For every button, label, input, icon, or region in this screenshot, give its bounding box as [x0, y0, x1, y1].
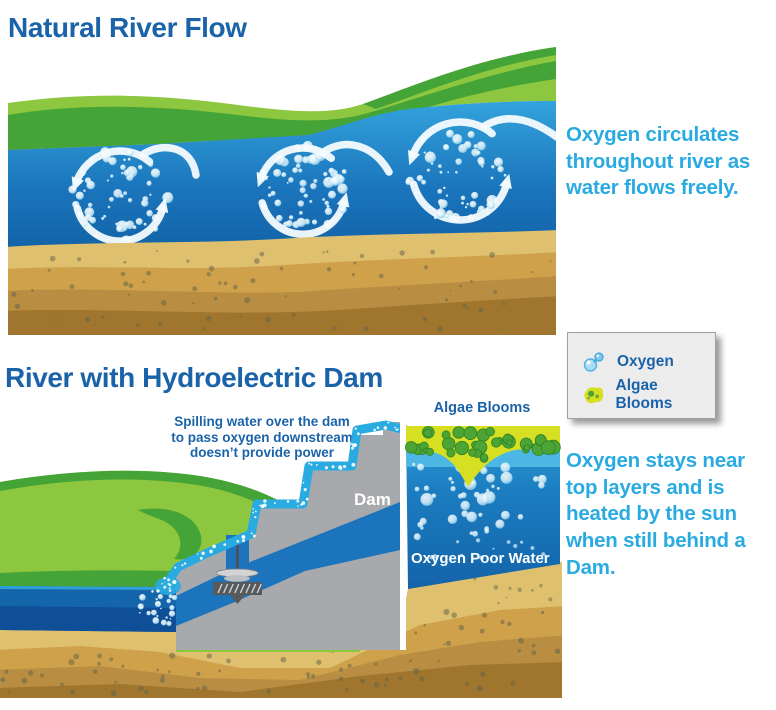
oxygen-poor-water-label: Oxygen Poor Water [411, 550, 550, 567]
spill-note-line3: doesn’t provide power [189, 445, 335, 461]
legend-item-oxygen: Oxygen [582, 345, 705, 378]
penstock-hook [176, 611, 252, 650]
dam-reservoir-gap [400, 420, 406, 650]
natural-river-illustration [8, 47, 556, 335]
hill-dark-green [8, 61, 556, 150]
section2-title: River with Hydroelectric Dam [5, 362, 383, 393]
spill-note-line1: Spilling water over the dam [174, 414, 350, 429]
oxygen-bubbles-icon [583, 351, 604, 372]
hill2-dark-green-waterline [0, 570, 176, 588]
algae-blooms-label: Algae Blooms [433, 400, 531, 416]
turbine [213, 535, 262, 604]
legend: Oxygen Algae Blooms [567, 332, 716, 419]
hill2-dark-green-rim [0, 470, 338, 555]
section2-caption: Oxygen stays near top layers and is heat… [566, 449, 746, 579]
downstream-river-deep [0, 606, 176, 632]
legend-item-algae: Algae Blooms [582, 376, 705, 412]
downstream-river-surface [0, 586, 176, 590]
dam-label: Dam [354, 490, 391, 509]
legend-label-oxygen: Oxygen [617, 352, 674, 370]
algae-bloom-icon [584, 386, 604, 403]
spill-note: Spilling water over the dam to pass oxyg… [164, 414, 360, 461]
legend-label-algae: Algae Blooms [615, 376, 673, 412]
hill-dark-green-right-rim [363, 47, 556, 109]
hill2-dark-green-curl [138, 508, 202, 560]
dam-illustration: Dam Oxygen Poor Water [0, 420, 562, 698]
section1-title: Natural River Flow [8, 12, 247, 43]
section1-caption: Oxygen circulates throughout river as wa… [566, 123, 751, 200]
spill-note-line2: to pass oxygen downstream [171, 429, 353, 445]
